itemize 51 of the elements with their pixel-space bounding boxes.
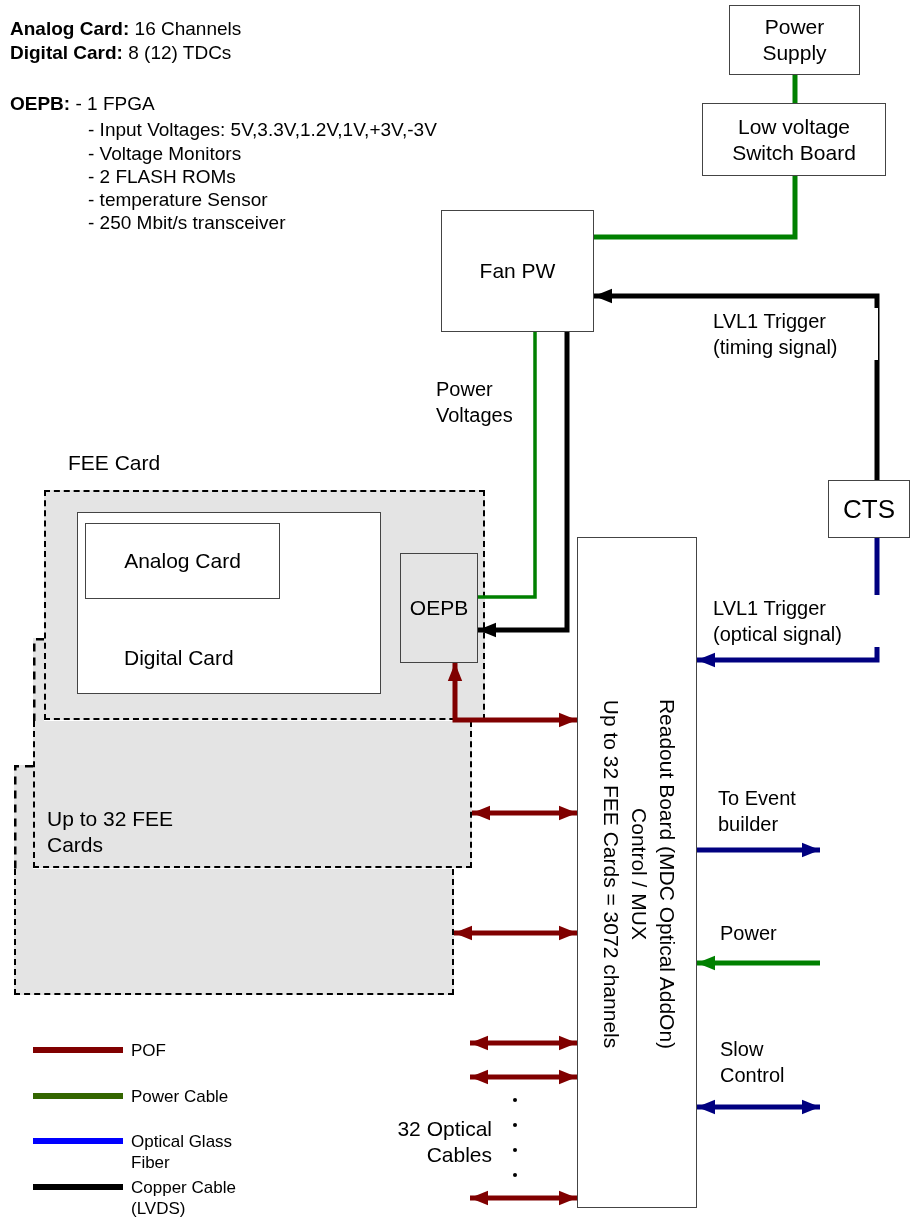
component-box [828,480,910,538]
box-label: Low voltage Switch Board [731,113,857,166]
box-label: Fan PW [479,258,556,284]
arrow [472,805,577,821]
card-label: Up to 32 FEE Cards [47,806,175,858]
box-label: Readout Board (MDC Optical AddOn) [654,698,679,1049]
legend-label: Power Cable [131,1085,230,1107]
component-box [85,523,280,599]
box-label: OEPB [409,595,469,621]
arrow [697,842,820,858]
box-label: CTS [843,496,895,522]
component-box [77,512,381,694]
spec-line: Analog Card: 16 Channels [10,18,242,40]
component-box [441,210,594,332]
arrow [447,663,577,728]
component-box [577,537,697,1208]
component-box [729,5,860,75]
box-label: Control / MUX [626,807,651,940]
spec-list-item: - Voltage Monitors [88,143,242,165]
cable-line [792,75,798,103]
card-label: FEE Card [68,450,161,476]
arrow [454,925,577,941]
card-outline [33,721,472,868]
edge-label: LVL1 Trigger (optical signal) [713,595,883,647]
component-box [400,553,478,663]
arrow [594,288,880,480]
spec-line: Digital Card: 8 (12) TDCs [10,42,232,64]
arrow [478,332,570,638]
cable-line [594,176,798,240]
arrow [697,955,820,971]
spec-list-item: - Input Voltages: 5V,3.3V,1.2V,1V,+3V,-3V [88,119,437,141]
annotation-label: 32 Optical Cables [396,1116,492,1168]
box-label: Digital Card [124,645,234,671]
cable-line [478,332,537,599]
arrow [470,1035,577,1051]
arrow [470,1190,577,1206]
legend-label: POF [131,1040,167,1061]
legend-label: Copper Cable (LVDS) [131,1176,237,1219]
spec-list-item: - 250 Mbit/s transceiver [88,212,286,234]
spec-list-item: - 2 FLASH ROMs [88,166,236,188]
card-outline [14,869,454,995]
box-label: Power Supply [761,14,828,66]
arrow [697,1099,820,1115]
box-label: Up to 32 FEE Cards = 3072 channels [598,699,623,1048]
spec-list-item: - temperature Sensor [88,189,268,211]
box-label: Analog Card [124,548,241,574]
legend-label: Optical Glass Fiber [131,1131,234,1173]
component-box [702,103,886,176]
arrow [470,1069,577,1085]
edge-label: LVL1 Trigger (timing signal) [713,308,878,360]
spec-list-item: OEPB: - 1 FPGA [10,93,155,115]
